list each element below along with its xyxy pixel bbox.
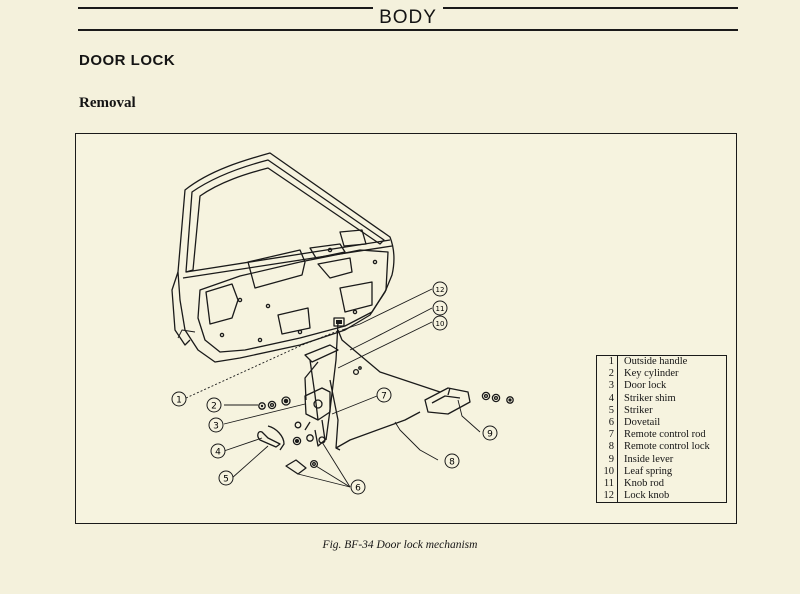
legend-row: 7 Remote control rod bbox=[596, 429, 727, 442]
callout-10: 10 bbox=[432, 315, 448, 331]
legend-row: 2 Key cylinder bbox=[596, 368, 727, 381]
panel-opening-5 bbox=[317, 257, 353, 279]
svg-text:6: 6 bbox=[355, 484, 361, 494]
svg-text:9: 9 bbox=[487, 430, 493, 440]
callout-8: 8 bbox=[444, 453, 460, 469]
inner-panel bbox=[197, 249, 389, 353]
svg-text:10: 10 bbox=[436, 320, 445, 328]
legend-number: 12 bbox=[596, 490, 618, 503]
callout-5: 5 bbox=[218, 470, 234, 486]
legend-row: 10 Leaf spring bbox=[596, 465, 727, 478]
callout-12: 12 bbox=[432, 281, 448, 297]
legend-number: 7 bbox=[596, 429, 618, 442]
legend-row: 3 Door lock bbox=[596, 380, 727, 393]
legend-number: 2 bbox=[596, 368, 618, 381]
legend-part-name: Remote control lock bbox=[624, 441, 710, 453]
svg-text:8: 8 bbox=[449, 458, 455, 468]
section-title: DOOR LOCK bbox=[79, 52, 176, 69]
callout-1: 1 bbox=[171, 391, 187, 407]
door-frame bbox=[177, 152, 395, 363]
legend-row: 1 Outside handle bbox=[596, 355, 727, 369]
svg-text:1: 1 bbox=[176, 396, 182, 406]
legend-row: 8 Remote control lock bbox=[596, 441, 727, 454]
svg-text:2: 2 bbox=[211, 402, 217, 412]
callout-4: 4 bbox=[210, 443, 226, 459]
legend-row: 11 Knob rod bbox=[596, 477, 727, 491]
panel-opening-2 bbox=[205, 283, 239, 325]
callout-markers: 1 2 3 4 5 6 7 8 9 10 11 12 bbox=[171, 281, 498, 495]
callout-2: 2 bbox=[206, 397, 222, 413]
panel-opening-1 bbox=[247, 249, 306, 289]
svg-text:5: 5 bbox=[223, 475, 229, 485]
callout-6: 6 bbox=[350, 479, 366, 495]
svg-text:4: 4 bbox=[215, 448, 221, 458]
svg-text:11: 11 bbox=[436, 305, 445, 313]
remote-control-rod bbox=[329, 379, 421, 449]
legend-part-name: Inside lever bbox=[624, 453, 674, 465]
legend-part-name: Outside handle bbox=[624, 356, 688, 368]
legend-part-name: Door lock bbox=[624, 380, 667, 392]
lock-knob bbox=[333, 317, 345, 327]
legend-number: 9 bbox=[596, 453, 618, 466]
legend-part-name: Dovetail bbox=[624, 417, 661, 429]
svg-text:3: 3 bbox=[213, 422, 219, 432]
legend-number: 11 bbox=[596, 477, 618, 491]
panel-opening-3 bbox=[277, 307, 311, 335]
window-sash bbox=[185, 159, 385, 273]
door-lock-body bbox=[304, 387, 331, 421]
legend-number: 1 bbox=[596, 355, 618, 369]
legend-number: 4 bbox=[596, 392, 618, 405]
subsection-title: Removal bbox=[79, 95, 136, 111]
legend-number: 10 bbox=[596, 465, 618, 478]
legend-part-name: Leaf spring bbox=[624, 465, 673, 477]
legend-part-name: Remote control rod bbox=[624, 429, 706, 441]
legend-part-name: Striker shim bbox=[624, 392, 676, 404]
legend-row: 9 Inside lever bbox=[596, 453, 727, 466]
legend-number: 6 bbox=[596, 416, 618, 430]
legend-part-name: Knob rod bbox=[624, 477, 664, 489]
legend-part-name: Striker bbox=[624, 404, 653, 416]
legend-part-name: Lock knob bbox=[624, 490, 670, 502]
callout-11: 11 bbox=[432, 300, 448, 316]
legend-number: 8 bbox=[596, 441, 618, 454]
callout-9: 9 bbox=[482, 425, 498, 441]
legend-row: 4 Striker shim bbox=[596, 392, 727, 405]
callout-7: 7 bbox=[376, 387, 392, 403]
svg-text:7: 7 bbox=[381, 392, 387, 402]
legend-part-name: Key cylinder bbox=[624, 368, 679, 380]
figure-caption: Fig. BF-34 Door lock mechanism bbox=[322, 539, 478, 551]
legend-row: 12 Lock knob bbox=[596, 490, 727, 503]
dovetail bbox=[285, 459, 307, 475]
remote-control-lock bbox=[424, 387, 471, 415]
header-rule-bottom bbox=[78, 29, 738, 31]
callout-3: 3 bbox=[208, 417, 224, 433]
striker bbox=[257, 430, 281, 448]
chapter-title: BODY bbox=[78, 6, 738, 30]
knob-rod bbox=[325, 321, 339, 441]
legend-row: 6 Dovetail bbox=[596, 416, 727, 430]
svg-text:12: 12 bbox=[436, 286, 445, 294]
legend-number: 3 bbox=[596, 380, 618, 393]
legend-number: 5 bbox=[596, 404, 618, 417]
panel-opening-4 bbox=[339, 281, 373, 313]
legend-row: 5 Striker bbox=[596, 404, 727, 417]
